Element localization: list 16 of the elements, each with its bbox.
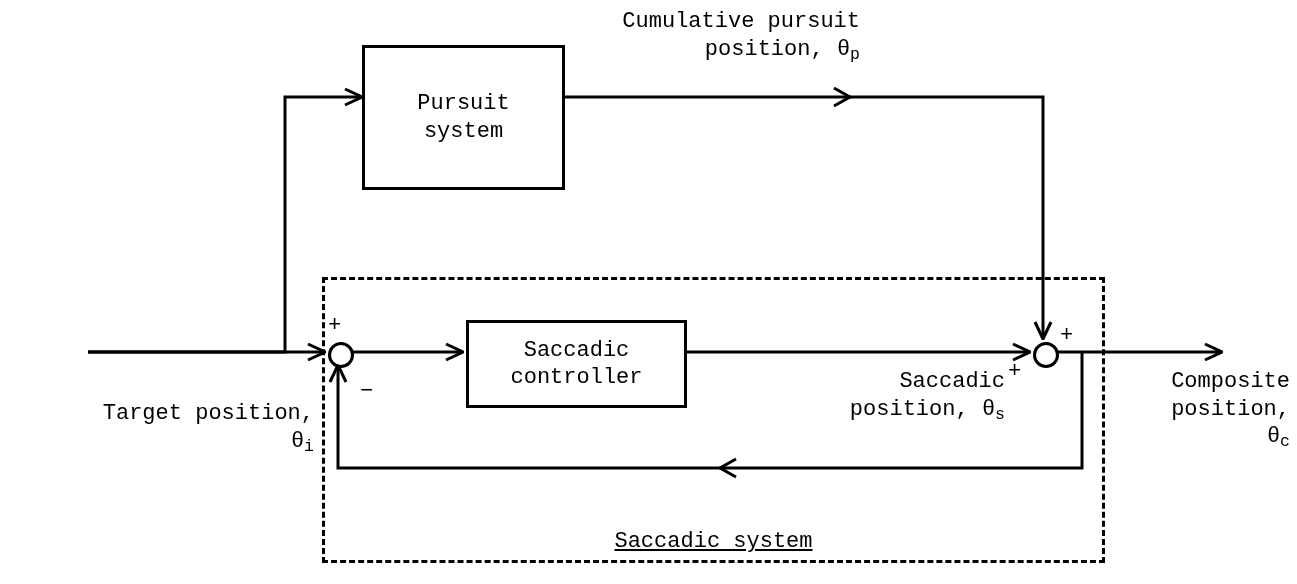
sign-label: +	[1008, 358, 1022, 386]
signal-label: Cumulative pursuit position, θ$_{p}$	[621, 8, 860, 63]
block-label: Saccadic controller	[509, 336, 644, 392]
summing-junction	[1033, 342, 1059, 368]
block-box	[362, 45, 565, 190]
dashed-system-boundary	[322, 277, 1105, 563]
signal-label: Saccadic position, θ$_{s}$	[848, 368, 1005, 423]
block-label: Pursuit system	[416, 90, 511, 145]
signal-label: Target position, θ$_{i}$	[101, 400, 314, 455]
sign-label: +	[328, 312, 342, 340]
sign-label: +	[1060, 322, 1074, 350]
block-box	[466, 320, 687, 408]
boundary-title: Saccadic system	[614, 528, 813, 556]
summing-junction	[328, 342, 354, 368]
sign-label: −	[360, 378, 374, 406]
signal-label: Composite position, θ$_{c}$	[1160, 368, 1290, 451]
